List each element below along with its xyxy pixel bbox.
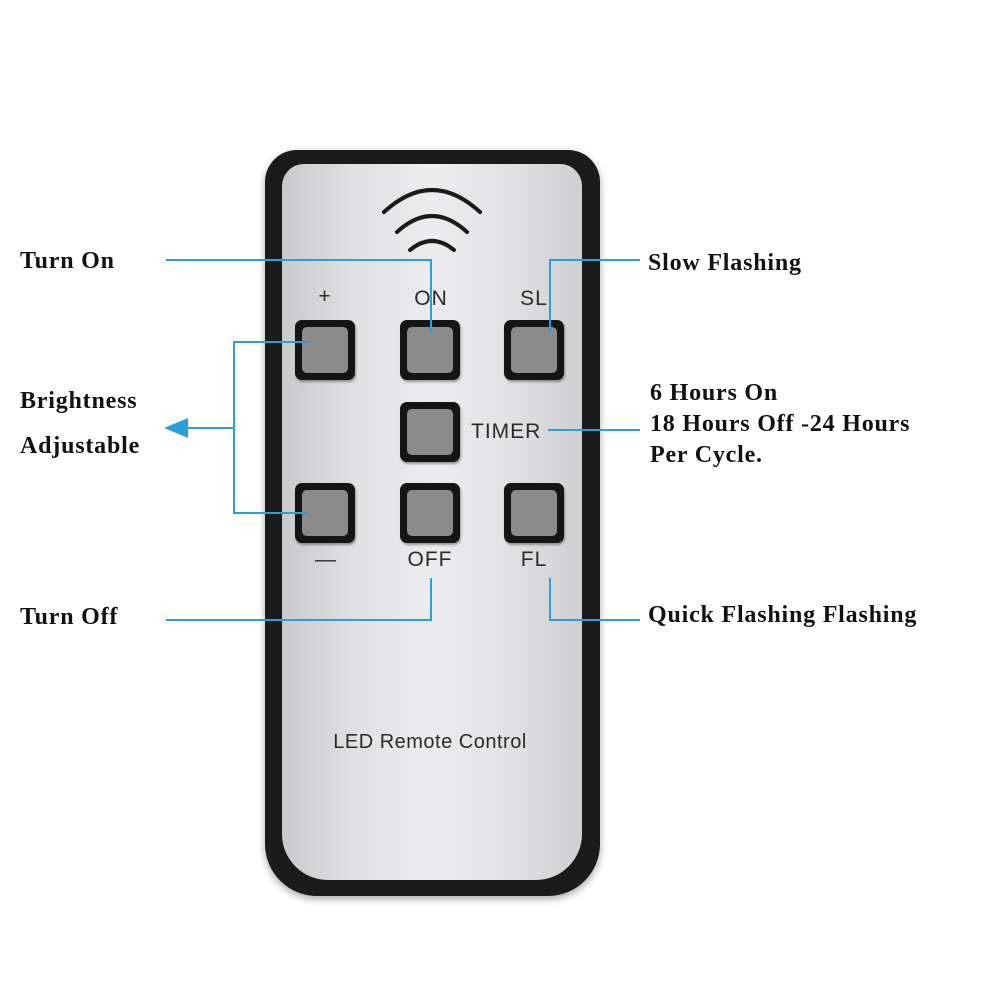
turn-on-callout: Turn On	[20, 248, 115, 274]
remote-brand-label: LED Remote Control	[333, 731, 527, 753]
timer-button[interactable]	[400, 402, 460, 462]
sl-button[interactable]	[504, 320, 564, 380]
sl-label: SL	[520, 287, 548, 310]
plus-button-cap	[302, 327, 348, 373]
brightness-bracket	[233, 341, 308, 514]
slow-flashing-leader	[549, 259, 640, 334]
fl-button[interactable]	[504, 483, 564, 543]
brightness-callout-line2: Adjustable	[20, 433, 141, 459]
off-label: OFF	[407, 548, 453, 571]
timer-button-cap	[407, 409, 453, 455]
minus-label: —	[315, 548, 337, 571]
minus-button-cap	[302, 490, 348, 536]
timer-label: TIMER	[471, 420, 542, 443]
timer-callout-line2: 18 Hours Off -24 Hours	[650, 411, 911, 437]
fl-label: FL	[520, 548, 548, 571]
fl-button-cap	[511, 490, 557, 536]
quick-flashing-leader	[549, 578, 640, 621]
slow-flashing-callout: Slow Flashing	[648, 250, 802, 276]
off-button-cap	[407, 490, 453, 536]
brightness-callout-line1: Brightness	[20, 388, 138, 414]
on-button-cap	[407, 327, 453, 373]
turn-on-leader	[166, 259, 432, 334]
sl-button-cap	[511, 327, 557, 373]
off-button[interactable]	[400, 483, 460, 543]
timer-callout-line3: Per Cycle.	[650, 442, 763, 468]
turn-off-callout: Turn Off	[20, 604, 119, 630]
turn-off-leader	[166, 578, 432, 621]
quick-flashing-callout: Quick Flashing Flashing	[648, 602, 918, 628]
plus-button[interactable]	[295, 320, 355, 380]
plus-label: +	[318, 285, 332, 308]
timer-callout-line1: 6 Hours On	[650, 380, 779, 406]
